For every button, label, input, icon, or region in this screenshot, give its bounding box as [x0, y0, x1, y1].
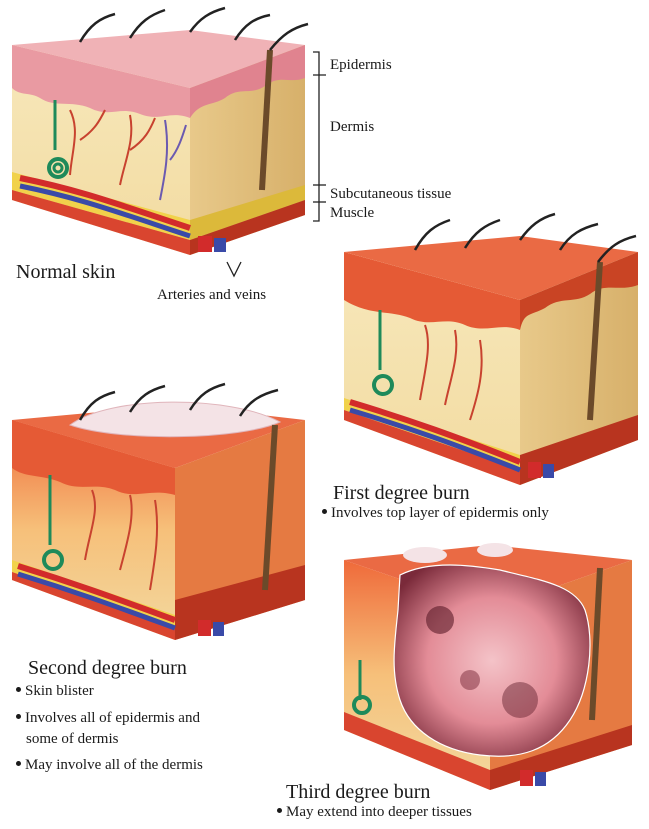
- normal-skin-title: Normal skin: [16, 262, 115, 282]
- third-degree-bullet-1: May extend into deeper tissues: [277, 805, 472, 820]
- third-degree-block: [344, 543, 632, 790]
- first-degree-block: [344, 214, 638, 485]
- second-degree-title: Second degree burn: [28, 658, 187, 678]
- first-degree-bullet-1: Involves top layer of epidermis only: [322, 506, 549, 521]
- arteries-veins-label: Arteries and veins: [157, 288, 266, 303]
- second-degree-bullet-1: Skin blister: [16, 684, 94, 699]
- label-epidermis: Epidermis: [330, 58, 392, 73]
- first-degree-title: First degree burn: [333, 483, 470, 503]
- second-degree-bullet-3: May involve all of the dermis: [16, 758, 203, 773]
- layer-bracket: [313, 52, 326, 221]
- label-muscle: Muscle: [330, 206, 374, 221]
- label-subcutaneous: Subcutaneous tissue: [330, 187, 451, 202]
- second-degree-block: [12, 384, 305, 640]
- second-degree-bullet-2-cont: some of dermis: [26, 732, 118, 747]
- vessel-pointer: [227, 262, 241, 276]
- third-degree-title: Third degree burn: [286, 782, 430, 802]
- label-dermis: Dermis: [330, 120, 374, 135]
- second-degree-bullet-2: Involves all of epidermis and: [16, 711, 200, 726]
- normal-skin-block: [12, 8, 308, 255]
